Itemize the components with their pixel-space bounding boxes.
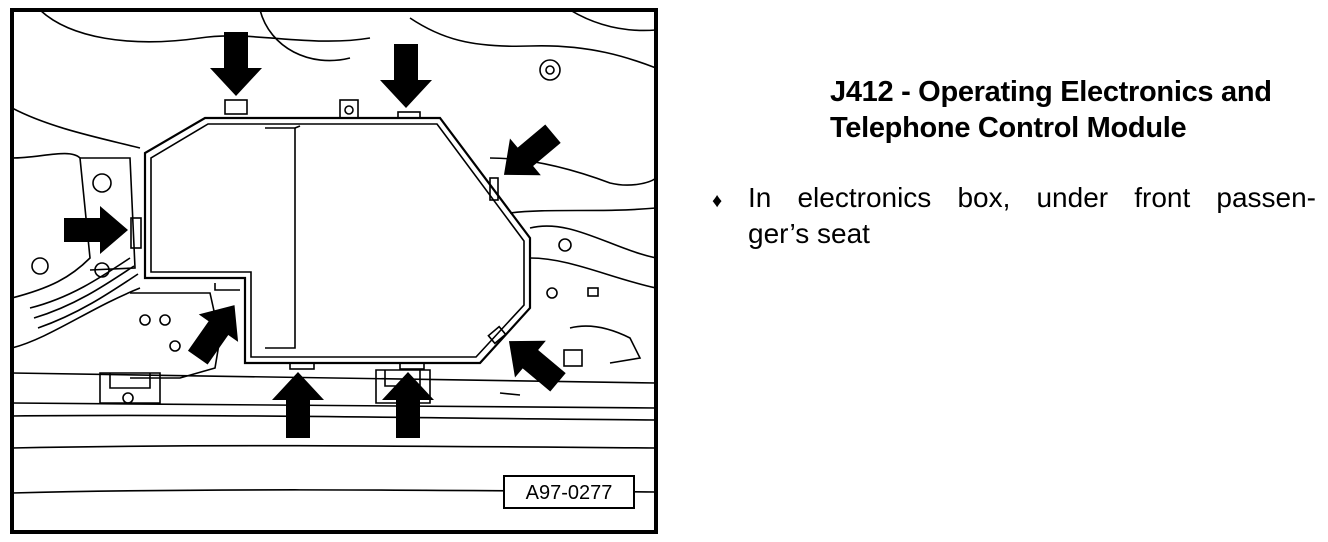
electronics-box-outline [143, 116, 532, 365]
figure-code: A97-0277 [526, 482, 613, 504]
floor-contour-line [259, 10, 351, 62]
mounting-bolt [545, 65, 555, 75]
mounting-bolt [558, 238, 572, 252]
bracket-outline [569, 325, 642, 364]
mounting-hole [139, 314, 151, 326]
crossbeam-line [12, 402, 656, 409]
floor-contour-line [569, 10, 656, 32]
box-rib [294, 125, 301, 129]
mounting-bolt [546, 287, 558, 299]
location-note-line-2: ger’s seat [748, 218, 870, 249]
floor-contour-line [39, 10, 371, 43]
mounting-bolt [31, 257, 49, 275]
electronics-box-drawing: A97-0277 [10, 8, 658, 534]
slot-mark [499, 392, 521, 396]
mounting-bolt [539, 59, 561, 81]
wiring-harness [12, 287, 141, 349]
location-diagram: A97-0277 [10, 8, 658, 534]
bullet-diamond-icon: ♦ [712, 190, 723, 212]
mounting-bolt [92, 173, 112, 193]
slot-mark [587, 287, 599, 297]
latch-tab [289, 362, 315, 370]
location-arrow-down [210, 32, 262, 96]
mounting-bolt [344, 105, 354, 115]
location-arrow-diagonal [508, 340, 566, 392]
bracket-outline [12, 152, 91, 299]
component-title: J412 - Operating Electronics and Telepho… [830, 74, 1320, 146]
floor-contour-line [529, 225, 656, 259]
lower-bracket [130, 292, 221, 379]
mounting-hole [169, 340, 181, 352]
retaining-clip [375, 369, 431, 404]
box-rib [265, 127, 296, 349]
floor-contour-line [509, 207, 656, 214]
latch-tab [130, 217, 142, 249]
figure-frame [10, 8, 658, 534]
mounting-bolt [122, 392, 134, 404]
location-arrow-right [64, 206, 128, 254]
latch-tab [339, 99, 359, 119]
component-title-line-2: Telephone Control Module [830, 112, 1187, 144]
wiring-harness [37, 273, 139, 329]
component-title-line-1: J412 - Operating Electronics and [830, 76, 1272, 108]
latch-tab [487, 325, 507, 345]
latch-tab [224, 99, 248, 115]
floor-contour-line [12, 107, 141, 149]
latch-tab [397, 111, 421, 119]
location-arrow-diagonal [187, 305, 239, 365]
figure-code-box [503, 475, 635, 509]
location-arrow-down [380, 44, 432, 108]
floor-contour-line [409, 17, 656, 69]
retaining-clip [109, 373, 151, 389]
location-note-text: In electronics box, under front passen- … [748, 180, 1316, 252]
location-arrow-up [272, 372, 324, 438]
box-rib [214, 283, 240, 291]
latch-tab [399, 362, 425, 370]
mounting-hole [159, 314, 171, 326]
crossbeam-line [12, 414, 656, 421]
location-arrow-diagonal [503, 124, 561, 176]
location-note-line-1: In electronics box, under front passen- [748, 182, 1316, 213]
crossbeam-line [12, 444, 656, 449]
floor-contour-line [529, 257, 656, 289]
location-arrow-up [382, 372, 434, 438]
latch-tab [489, 177, 499, 201]
wiring-harness [29, 257, 131, 309]
retaining-clip [99, 372, 161, 404]
retaining-clip [563, 349, 583, 367]
electronics-box-inner-outline [150, 123, 525, 358]
wiring-harness [33, 265, 135, 319]
